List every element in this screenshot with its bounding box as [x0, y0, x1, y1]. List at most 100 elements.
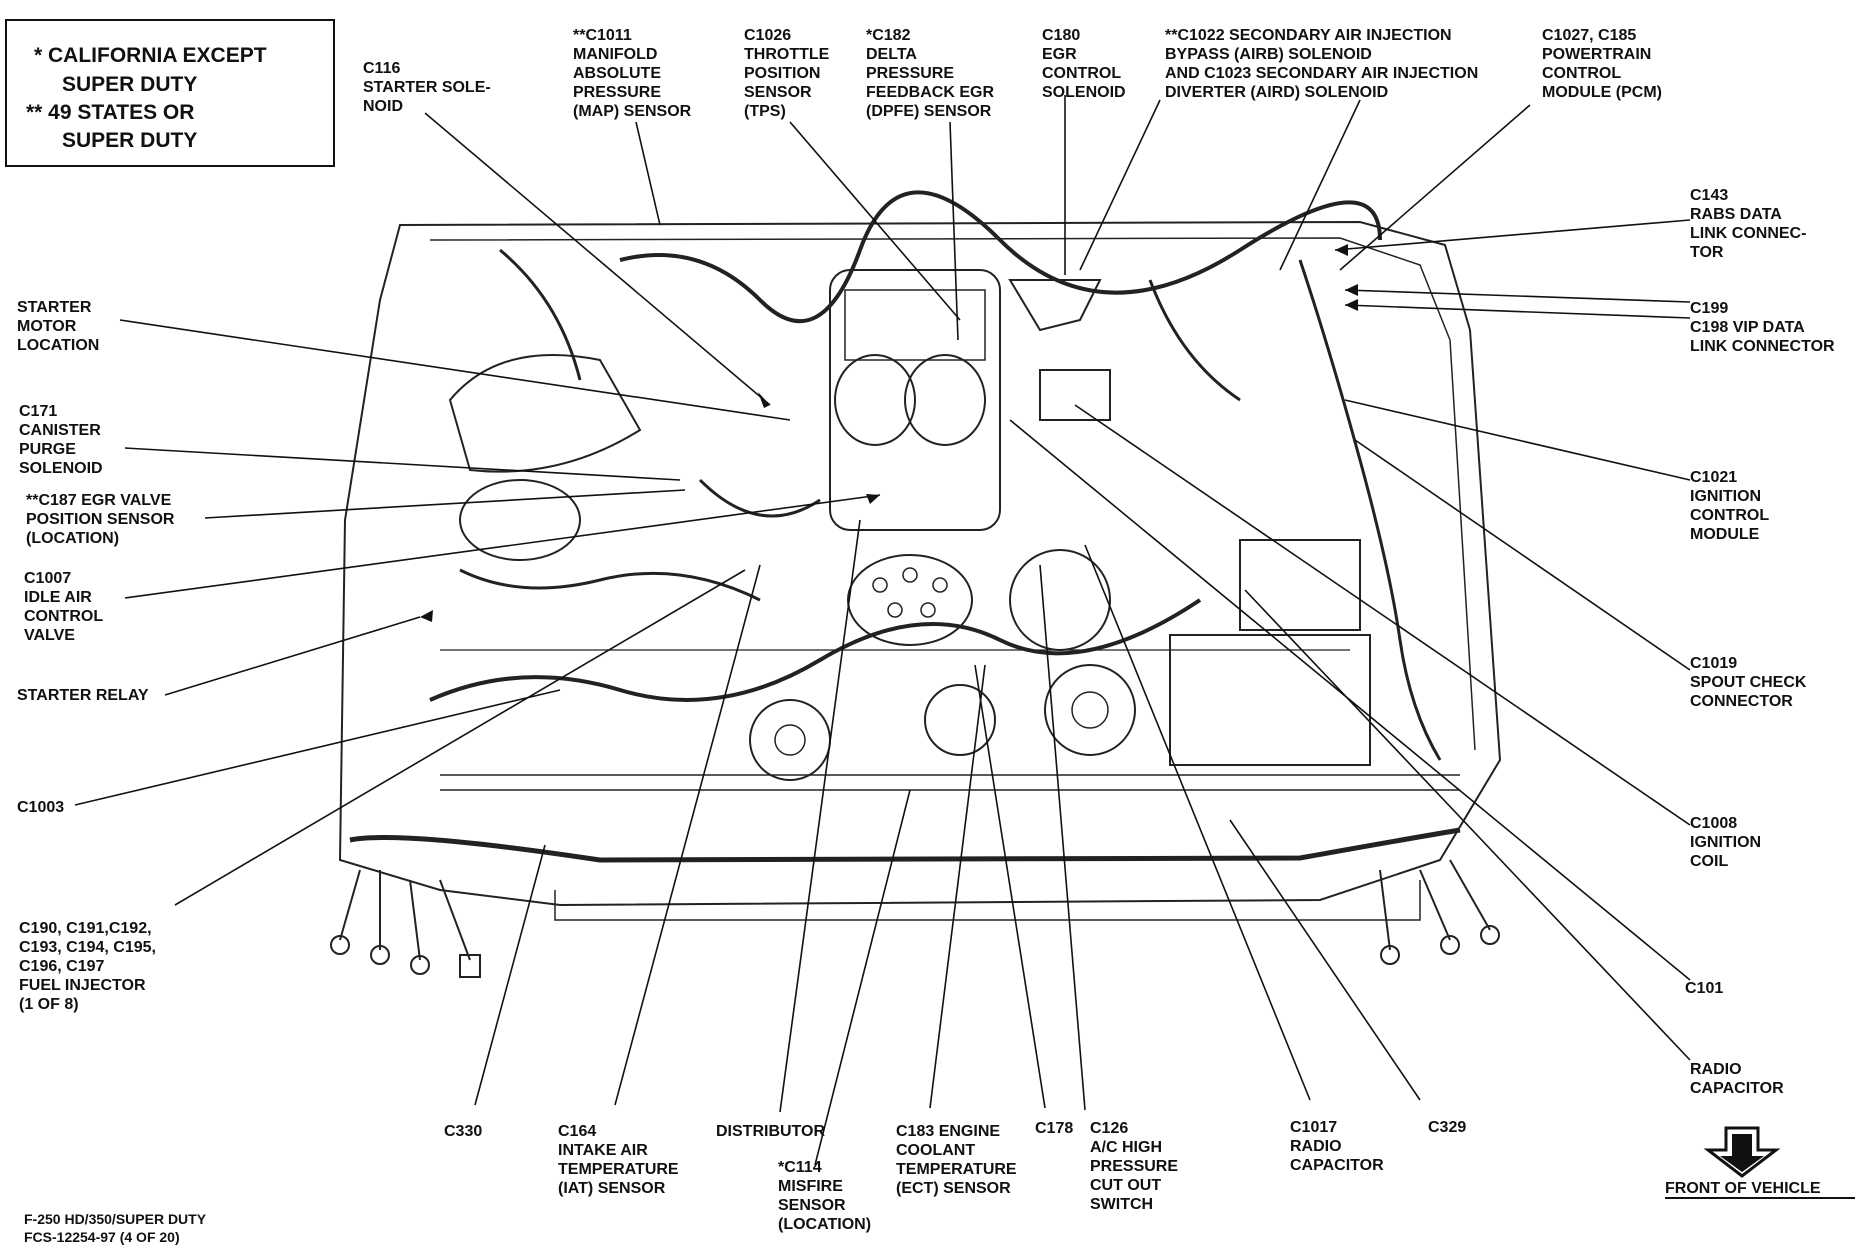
- label-c183-line-4: (ECT) SENSOR: [896, 1180, 1011, 1197]
- label-c126-line-4: CUT OUT: [1090, 1177, 1161, 1194]
- label-c1027: C1027, C185 POWERTRAIN CONTROL MODULE (P…: [1542, 27, 1662, 101]
- label-c183-line-1: C183 ENGINE: [896, 1123, 1000, 1140]
- label-c1021-line-4: MODULE: [1690, 526, 1760, 543]
- label-c199-line-2: C198 VIP DATA: [1690, 319, 1805, 336]
- label-c1011-line-4: PRESSURE: [573, 84, 661, 101]
- label-c1027-line-1: C1027, C185: [1542, 27, 1636, 44]
- label-c1007-line-1: C1007: [24, 570, 71, 587]
- label-c101: C101: [1685, 980, 1723, 997]
- label-c1007-line-3: CONTROL: [24, 608, 103, 625]
- label-c116: C116 STARTER SOLE- NOID: [363, 60, 491, 115]
- label-c114-line-1: *C114: [778, 1159, 822, 1176]
- front-of-vehicle-indicator: FRONT OF VEHICLE: [1665, 1126, 1855, 1199]
- label-c116-line-1: C116: [363, 60, 400, 77]
- label-c1007-line-2: IDLE AIR: [24, 589, 92, 606]
- label-c126-line-3: PRESSURE: [1090, 1158, 1178, 1175]
- label-c190-line-1: C190, C191,C192,: [19, 920, 152, 937]
- arrow-heads: [420, 244, 1358, 622]
- label-c1026-line-2: THROTTLE: [744, 46, 830, 63]
- label-c1017: C1017 RADIO CAPACITOR: [1290, 1119, 1384, 1174]
- label-c114-line-4: (LOCATION): [778, 1216, 871, 1233]
- label-c178: C178: [1035, 1120, 1073, 1137]
- label-c143-line-4: TOR: [1690, 244, 1724, 261]
- engine-compartment-illustration: [330, 190, 1502, 978]
- label-c199-line-3: LINK CONNECTOR: [1690, 338, 1835, 355]
- label-c1026-line-3: POSITION: [744, 65, 820, 82]
- label-c183-line-3: TEMPERATURE: [896, 1161, 1017, 1178]
- label-c143-line-3: LINK CONNEC-: [1690, 225, 1806, 242]
- label-c1008-line-3: COIL: [1690, 853, 1728, 870]
- label-c1019-line-2: SPOUT CHECK: [1690, 674, 1807, 691]
- label-c164-line-1: C164: [558, 1123, 596, 1140]
- label-c1011: **C1011 MANIFOLD ABSOLUTE PRESSURE (MAP)…: [573, 27, 692, 120]
- label-c171-line-4: SOLENOID: [19, 460, 103, 477]
- label-c1021: C1021 IGNITION CONTROL MODULE: [1690, 469, 1769, 543]
- label-radio-capacitor-right: RADIO CAPACITOR: [1690, 1061, 1784, 1097]
- label-starter-motor: STARTER MOTOR LOCATION: [17, 299, 99, 354]
- legend-box: * CALIFORNIA EXCEPT SUPER DUTY ** 49 STA…: [5, 19, 335, 167]
- label-c178-line-1: C178: [1035, 1120, 1073, 1137]
- label-starter-relay-line-1: STARTER RELAY: [17, 687, 149, 704]
- label-c164-line-4: (IAT) SENSOR: [558, 1180, 666, 1197]
- label-c1019-line-1: C1019: [1690, 655, 1737, 672]
- label-c1027-line-4: MODULE (PCM): [1542, 84, 1662, 101]
- label-c1026-line-5: (TPS): [744, 103, 786, 120]
- label-c1019: C1019 SPOUT CHECK CONNECTOR: [1690, 655, 1807, 710]
- label-c182: *C182 DELTA PRESSURE FEEDBACK EGR (DPFE)…: [866, 27, 994, 120]
- label-c1003: C1003: [17, 799, 64, 816]
- label-c1021-line-3: CONTROL: [1690, 507, 1769, 524]
- label-c182-line-5: (DPFE) SENSOR: [866, 103, 992, 120]
- label-c1026: C1026 THROTTLE POSITION SENSOR (TPS): [744, 27, 830, 120]
- label-c187-line-3: (LOCATION): [26, 530, 119, 547]
- label-c1017-line-1: C1017: [1290, 1119, 1337, 1136]
- label-starter-motor-line-2: MOTOR: [17, 318, 77, 335]
- label-c1026-line-1: C1026: [744, 27, 791, 44]
- label-c182-line-4: FEEDBACK EGR: [866, 84, 994, 101]
- legend-line-4: SUPER DUTY: [62, 129, 197, 152]
- label-starter-relay: STARTER RELAY: [17, 687, 149, 704]
- footer-reference: F-250 HD/350/SUPER DUTY FCS-12254-97 (4 …: [24, 1211, 207, 1245]
- label-c116-line-2: STARTER SOLE-: [363, 79, 491, 96]
- label-c1011-line-2: MANIFOLD: [573, 46, 657, 63]
- label-c171-line-1: C171: [19, 403, 57, 420]
- label-c126-line-1: C126: [1090, 1120, 1128, 1137]
- label-c180-line-2: EGR: [1042, 46, 1077, 63]
- label-starter-motor-line-3: LOCATION: [17, 337, 99, 354]
- legend-line-1: * CALIFORNIA EXCEPT: [34, 44, 267, 67]
- legend-line-3: ** 49 STATES OR: [26, 101, 194, 124]
- label-c143: C143 RABS DATA LINK CONNEC- TOR: [1690, 187, 1806, 261]
- label-c126-line-2: A/C HIGH: [1090, 1139, 1162, 1156]
- label-c329-line-1: C329: [1428, 1119, 1466, 1136]
- label-c1026-line-4: SENSOR: [744, 84, 812, 101]
- label-c126: C126 A/C HIGH PRESSURE CUT OUT SWITCH: [1090, 1120, 1178, 1213]
- label-c329: C329: [1428, 1119, 1466, 1136]
- label-c190-line-5: (1 OF 8): [19, 996, 79, 1013]
- label-radio-capacitor-right-line-2: CAPACITOR: [1690, 1080, 1784, 1097]
- label-c180-line-1: C180: [1042, 27, 1080, 44]
- label-c1008-line-2: IGNITION: [1690, 834, 1761, 851]
- label-c199: C199 C198 VIP DATA LINK CONNECTOR: [1690, 300, 1835, 355]
- label-c1008: C1008 IGNITION COIL: [1690, 815, 1761, 870]
- label-c187-line-2: POSITION SENSOR: [26, 511, 175, 528]
- label-c190-line-2: C193, C194, C195,: [19, 939, 156, 956]
- label-c1027-line-3: CONTROL: [1542, 65, 1621, 82]
- label-c1011-line-3: ABSOLUTE: [573, 65, 661, 82]
- label-c143-line-2: RABS DATA: [1690, 206, 1782, 223]
- leader-lines: [74, 95, 1691, 1166]
- label-c190-line-4: FUEL INJECTOR: [19, 977, 146, 994]
- label-c182-line-2: DELTA: [866, 46, 917, 63]
- label-c164-line-3: TEMPERATURE: [558, 1161, 679, 1178]
- label-c143-line-1: C143: [1690, 187, 1728, 204]
- label-radio-capacitor-right-line-1: RADIO: [1690, 1061, 1742, 1078]
- label-c190-line-3: C196, C197: [19, 958, 104, 975]
- label-c1011-line-1: **C1011: [573, 27, 632, 44]
- label-c114-line-3: SENSOR: [778, 1197, 846, 1214]
- label-c1007: C1007 IDLE AIR CONTROL VALVE: [24, 570, 103, 644]
- legend-line-2: SUPER DUTY: [62, 73, 197, 96]
- label-c1003-line-1: C1003: [17, 799, 64, 816]
- label-c1019-line-3: CONNECTOR: [1690, 693, 1793, 710]
- label-c1027-line-2: POWERTRAIN: [1542, 46, 1651, 63]
- label-c1021-line-2: IGNITION: [1690, 488, 1761, 505]
- label-c101-line-1: C101: [1685, 980, 1723, 997]
